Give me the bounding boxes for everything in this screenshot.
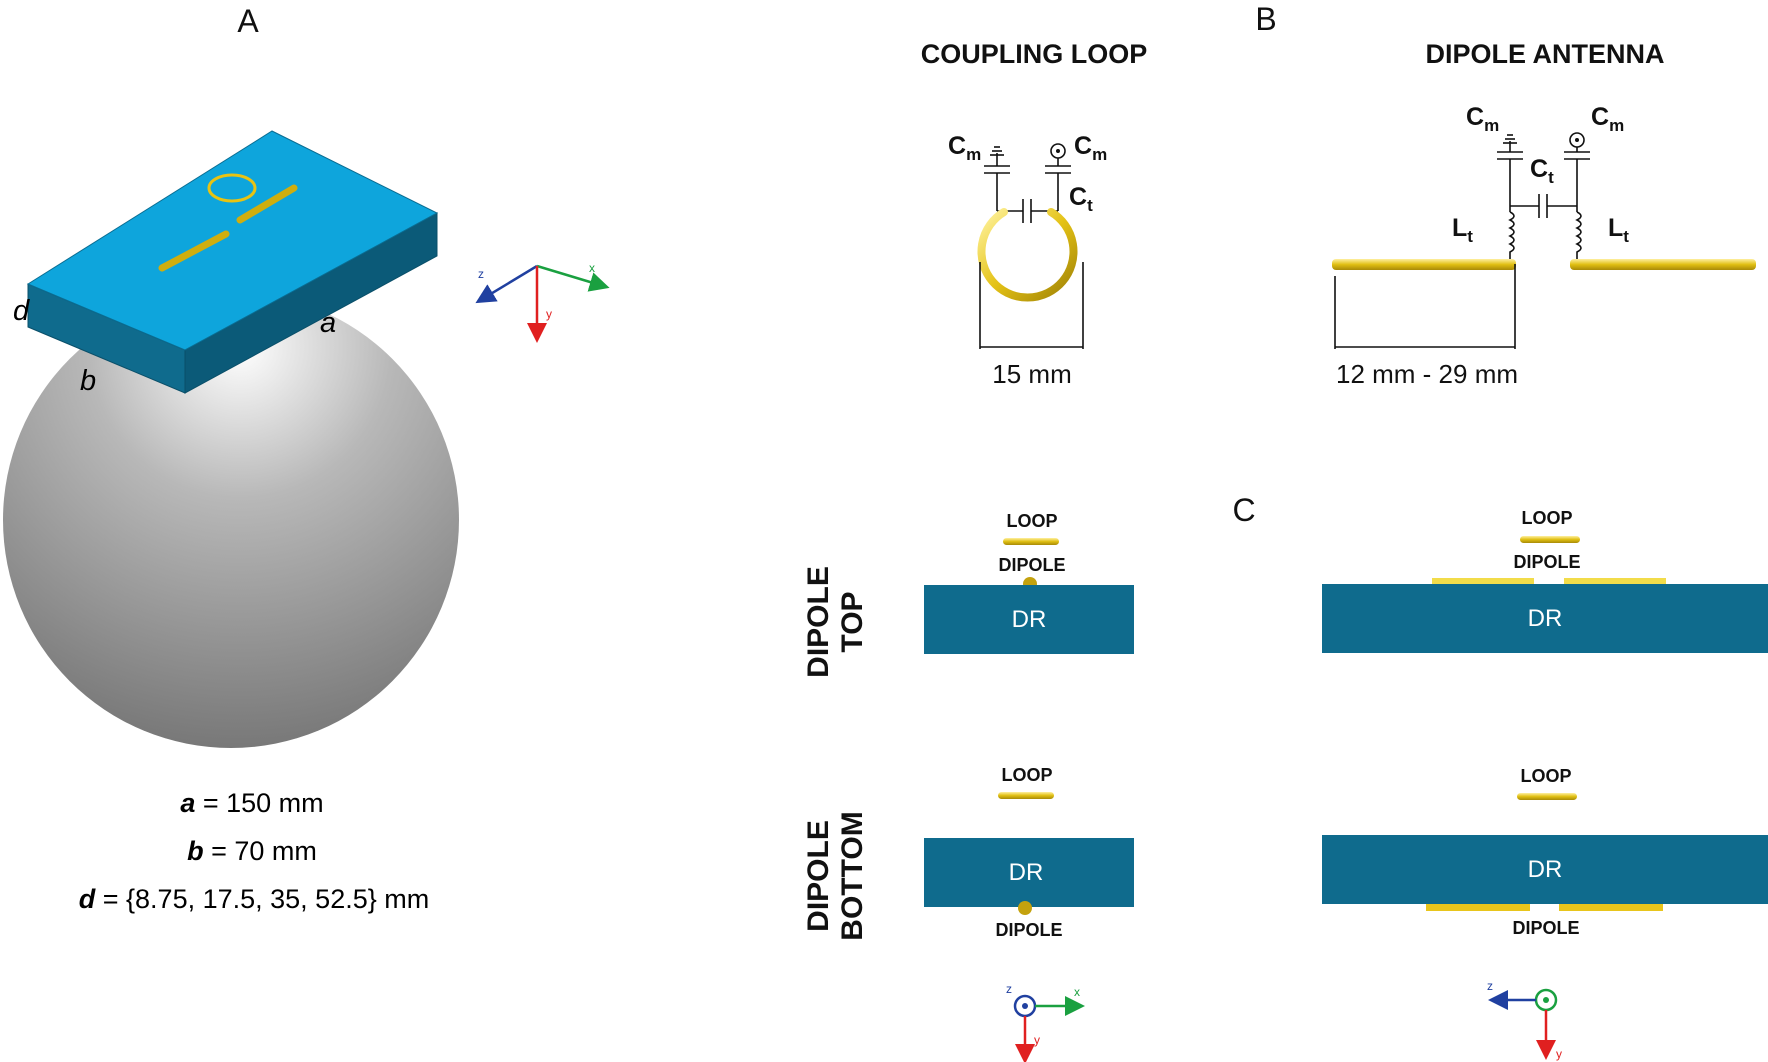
sphere-phantom	[3, 292, 459, 748]
dipole-arm-left	[1332, 259, 1516, 270]
dipole-antenna-title: DIPOLE ANTENNA	[1425, 39, 1664, 69]
lt-label-right: Lt	[1608, 214, 1629, 246]
edge-label-b: b	[80, 365, 96, 397]
panel-label-c: C	[1232, 492, 1255, 528]
dr-block	[924, 585, 1134, 654]
dr-label: DR	[1528, 856, 1563, 883]
panel-label-b: B	[1255, 1, 1276, 37]
svg-text:TOP: TOP	[836, 591, 869, 652]
dr-block	[1322, 835, 1768, 904]
dr-block	[1322, 584, 1768, 653]
dipole-section	[1018, 901, 1032, 915]
dipole-arm-section-right	[1559, 904, 1663, 911]
loop-section	[1003, 538, 1059, 545]
view-top-front: LOOP DIPOLE DR	[924, 511, 1134, 654]
axis-y-label: y	[546, 307, 552, 321]
dipole-arm-right	[1570, 259, 1756, 270]
view-bottom-side: LOOP DR DIPOLE	[1322, 766, 1768, 938]
panel-a: A d a b a = 150 mm b = 70 mm d = {8.75, …	[3, 3, 610, 914]
panel-b: B COUPLING LOOP Cm Cm C	[921, 1, 1756, 389]
dipole-arm-3d-right	[236, 184, 298, 224]
dipole-label: DIPOLE	[995, 920, 1062, 940]
loop-section	[1517, 793, 1577, 800]
cm-label-left: Cm	[948, 132, 981, 164]
dipole-arm-3d-left	[158, 230, 230, 272]
lt-label-left: Lt	[1452, 214, 1473, 246]
dipole-antenna-schematic: DIPOLE ANTENNA Cm Cm	[1332, 39, 1756, 389]
axis-triad-side: z y	[1487, 979, 1562, 1061]
loop-label: LOOP	[1521, 508, 1572, 528]
svg-text:BOTTOM: BOTTOM	[836, 811, 869, 940]
dipole-arm-section-right	[1564, 578, 1666, 584]
axis-x-label: x	[1074, 985, 1080, 999]
dipole-length-label: 12 mm - 29 mm	[1336, 359, 1518, 389]
edge-label-d: d	[13, 295, 30, 327]
axis-y-label: y	[1034, 1033, 1040, 1047]
svg-text:DIPOLE: DIPOLE	[802, 566, 835, 678]
row-label-dipole-top: DIPOLE TOP	[802, 566, 869, 678]
dipole-label: DIPOLE	[1512, 918, 1579, 938]
loop-label: LOOP	[1006, 511, 1057, 531]
dimension-list: a = 150 mm b = 70 mm d = {8.75, 17.5, 35…	[79, 788, 429, 914]
axis-triad-3d: z x y	[475, 261, 610, 343]
ct-label: Ct	[1530, 155, 1554, 187]
axis-triad-front: z x y	[1006, 982, 1085, 1062]
dr-label: DR	[1012, 606, 1047, 633]
axis-z-label: z	[478, 267, 484, 281]
view-bottom-front: LOOP DR DIPOLE	[924, 765, 1134, 940]
edge-label-a: a	[320, 307, 336, 339]
cm-label-left: Cm	[1466, 103, 1499, 135]
dimension-b: b = 70 mm	[187, 836, 317, 866]
panel-label-a: A	[237, 3, 259, 39]
coupling-loop-ring	[977, 208, 1078, 302]
axis-y-label: y	[1556, 1047, 1562, 1061]
loop-label: LOOP	[1001, 765, 1052, 785]
dipole-arm-section-left	[1426, 904, 1530, 911]
ct-label: Ct	[1069, 183, 1093, 215]
loop-section	[1520, 536, 1580, 543]
dipole-label: DIPOLE	[1513, 552, 1580, 572]
coupling-loop-schematic: COUPLING LOOP Cm Cm Ct	[921, 39, 1148, 389]
dielectric-box	[26, 130, 439, 394]
axis-x-label: x	[589, 261, 595, 275]
dr-label: DR	[1009, 859, 1044, 886]
dimension-d: d = {8.75, 17.5, 35, 52.5} mm	[79, 884, 429, 914]
dr-block	[924, 838, 1134, 907]
dr-label: DR	[1528, 605, 1563, 632]
row-label-dipole-bottom: DIPOLE BOTTOM	[802, 811, 869, 940]
coupling-loop-title: COUPLING LOOP	[921, 39, 1148, 69]
dipole-label: DIPOLE	[998, 555, 1065, 575]
axis-z-label: z	[1006, 982, 1012, 996]
loop-ring-3d	[207, 173, 257, 203]
axis-z-label: z	[1487, 979, 1493, 993]
cm-label-right: Cm	[1074, 132, 1107, 164]
cm-label-right: Cm	[1591, 103, 1624, 135]
svg-text:DIPOLE: DIPOLE	[802, 820, 835, 932]
dipole-arm-section-left	[1432, 578, 1534, 584]
view-top-side: LOOP DIPOLE DR	[1322, 508, 1768, 653]
loop-diameter-label: 15 mm	[992, 359, 1071, 389]
panel-c: C DIPOLE TOP DIPOLE BOTTOM LOOP DIPOLE D…	[802, 492, 1768, 1062]
loop-label: LOOP	[1520, 766, 1571, 786]
loop-section	[998, 792, 1054, 799]
dimension-a: a = 150 mm	[180, 788, 323, 818]
box-top-face	[26, 130, 439, 351]
